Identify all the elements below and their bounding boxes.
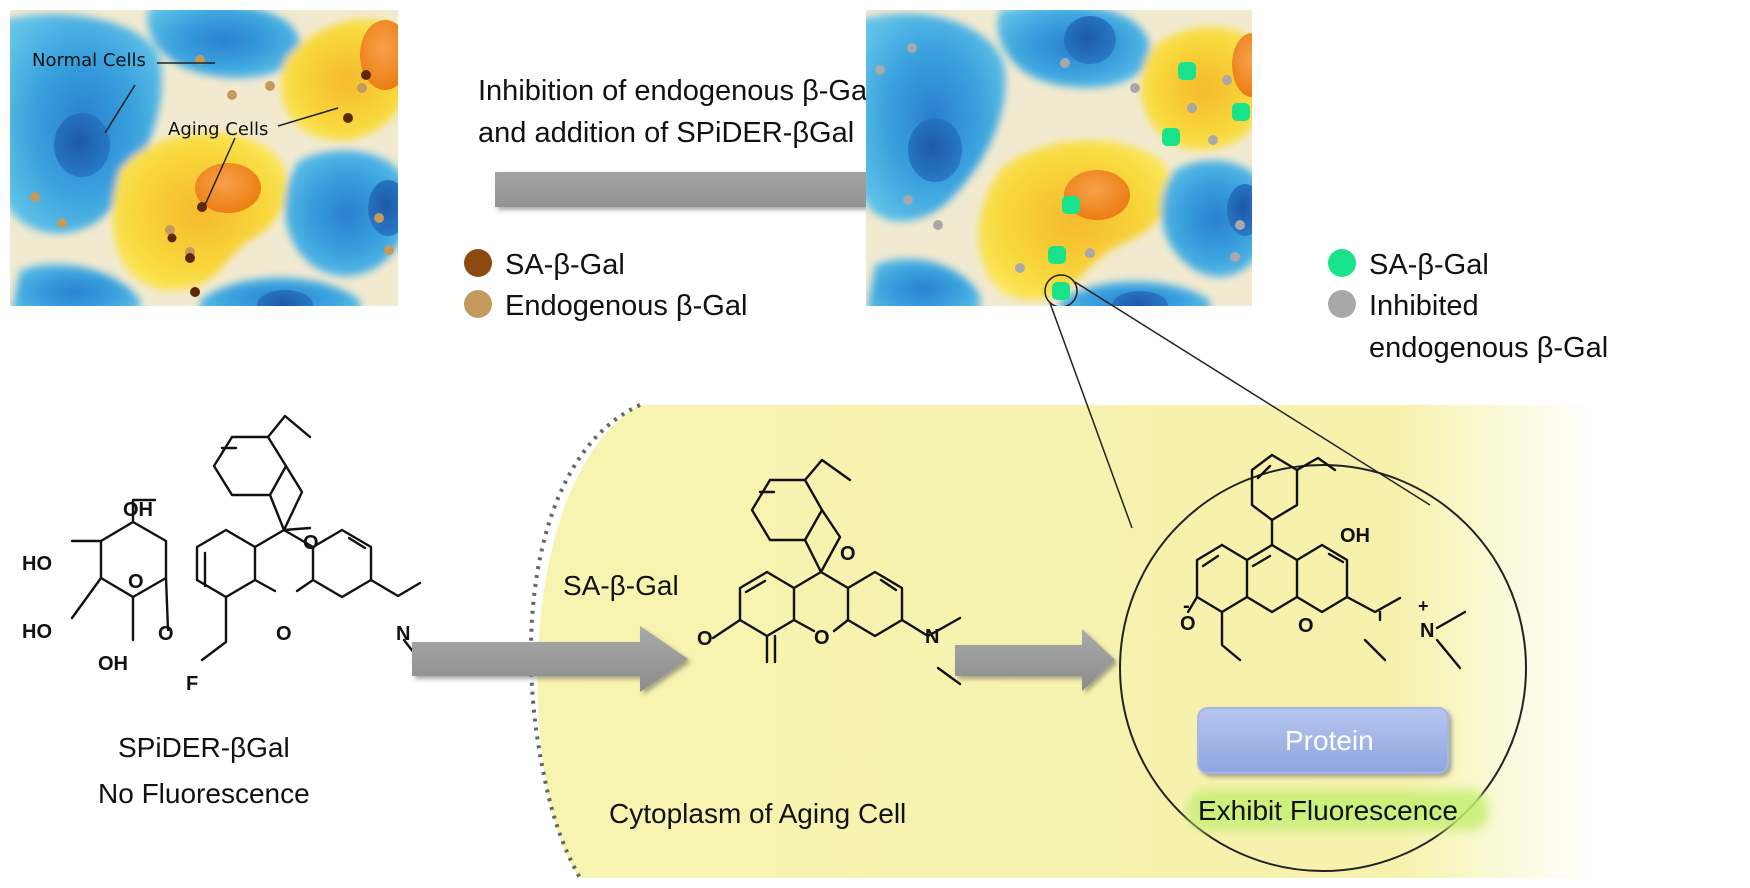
cells-panel-before: Normal Cells Aging Cells — [10, 10, 398, 306]
legend-label: SA-β-Gal — [505, 249, 625, 281]
legend-swatch — [1328, 249, 1356, 277]
atom-oh: OH — [1340, 525, 1370, 547]
atom-n-plus: N — [1420, 620, 1434, 642]
legend-label: Endogenous β-Gal — [505, 290, 747, 322]
atom-ho: HO — [22, 553, 52, 575]
atom-o-minus: O — [1180, 613, 1196, 635]
legend-label: SA-β-Gal — [1369, 249, 1489, 281]
nucleus — [257, 290, 313, 306]
fluorescence-glow — [1188, 790, 1488, 830]
nucleus — [1112, 291, 1168, 306]
atom-oh: OH — [98, 653, 128, 675]
cells-panel-after — [866, 10, 1252, 306]
legend-swatch — [464, 249, 492, 277]
atom-o: O — [697, 628, 713, 650]
normal-cell — [147, 10, 300, 78]
cell-membrane — [528, 403, 641, 879]
atom-n: N — [925, 626, 939, 648]
legend-label: Inhibited — [1369, 290, 1479, 322]
atom-ho: HO — [22, 621, 52, 643]
nucleus — [54, 113, 110, 177]
aging-cell — [1140, 26, 1252, 150]
label-normal-cells: Normal Cells — [32, 50, 146, 71]
atom-charge-minus: - — [1183, 595, 1190, 617]
nucleus — [1064, 170, 1130, 220]
nucleus — [908, 118, 962, 182]
nucleus — [195, 163, 261, 213]
label-pointers — [104, 62, 339, 206]
zoom-line — [1049, 302, 1133, 529]
reaction-arrow-2 — [955, 629, 1115, 691]
legend-swatch — [1328, 290, 1356, 318]
atom-oh: OH — [123, 499, 153, 521]
nucleus — [1227, 184, 1252, 236]
reaction-arrow-1 — [412, 626, 688, 692]
sa-beta-gal-dots — [167, 70, 371, 297]
zoom-line — [1074, 281, 1431, 506]
atom-n: N — [396, 623, 410, 645]
zoom-circle — [1119, 464, 1527, 872]
process-text-line2: and addition of SPiDER-βGal — [478, 117, 854, 149]
atom-o: O — [840, 543, 856, 565]
legend-swatch — [464, 290, 492, 318]
protein-block — [1197, 707, 1449, 774]
nucleus — [368, 180, 398, 236]
atom-o: O — [128, 571, 144, 593]
legend-label: endogenous β-Gal — [1369, 332, 1608, 364]
inhibited-beta-gal-dots — [875, 43, 1245, 273]
fluorescence-label: Exhibit Fluorescence — [1198, 795, 1458, 826]
atom-o: O — [814, 627, 830, 649]
fluorescent-sa-beta-gal-dots — [1048, 62, 1250, 300]
normal-cell — [866, 13, 1006, 222]
legend-right: SA-β-Gal Inhibited endogenous β-Gal — [1328, 249, 1608, 364]
zoom-source-circle — [1044, 274, 1078, 306]
molecule-left-property: No Fluorescence — [98, 778, 310, 809]
process-arrow — [495, 158, 918, 222]
atom-f: F — [186, 673, 198, 695]
nucleus — [1232, 33, 1252, 97]
protein-label: Protein — [1285, 725, 1374, 756]
atom-charge-plus: + — [1418, 596, 1429, 616]
atom-o: O — [303, 532, 319, 554]
molecule-left-name: SPiDER-βGal — [118, 732, 290, 763]
molecule-product: OH O - O N + — [1180, 453, 1467, 670]
atom-o: O — [158, 623, 174, 645]
process-text-line1: Inhibition of endogenous β-Gal — [478, 75, 874, 107]
label-aging-cells: Aging Cells — [168, 119, 268, 140]
cytoplasm-label: Cytoplasm of Aging Cell — [609, 798, 906, 829]
legend-left: SA-β-Gal Endogenous β-Gal — [464, 249, 747, 322]
normal-cell — [1161, 160, 1252, 277]
normal-cell — [12, 264, 140, 306]
molecule-spider-bgal: OH HO HO OH O O O O N F — [22, 414, 423, 695]
atom-o: O — [276, 623, 292, 645]
enzyme-label: SA-β-Gal — [563, 570, 679, 601]
normal-cell — [867, 258, 980, 306]
normal-cell — [284, 150, 398, 277]
atom-o: O — [1298, 615, 1314, 637]
nucleus — [1064, 16, 1116, 64]
molecule-intermediate: O O O N — [697, 458, 962, 686]
